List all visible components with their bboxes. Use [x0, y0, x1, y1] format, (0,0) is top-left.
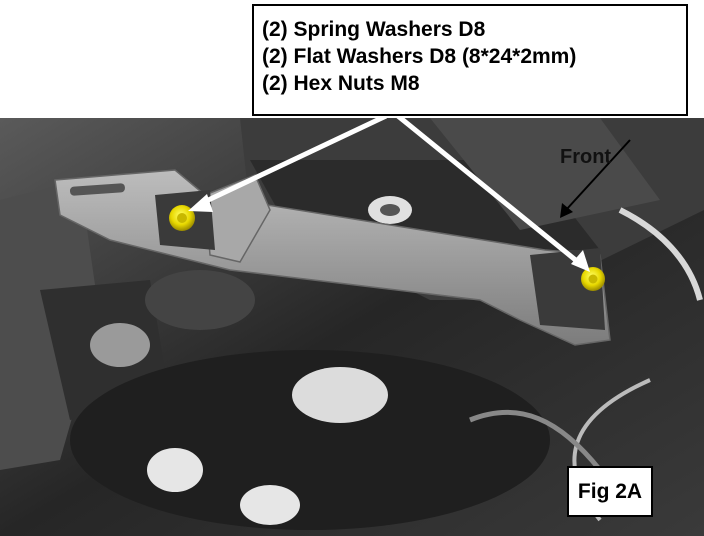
callout-line-spring-washers: (2) Spring Washers D8	[262, 18, 486, 41]
callout-line-hex-nuts: (2) Hex Nuts M8	[262, 72, 420, 95]
pointer-arrows	[188, 113, 590, 272]
callout-line-flat-washers: (2) Flat Washers D8 (8*24*2mm)	[262, 45, 577, 68]
left-hex-nut	[169, 205, 195, 231]
right-hex-nut	[581, 267, 605, 291]
front-direction-arrow	[560, 139, 631, 218]
parts-callout-box: (2) Spring Washers D8 (2) Flat Washers D…	[252, 4, 688, 116]
front-label: Front	[560, 146, 612, 168]
figure-label: Fig 2A	[567, 466, 653, 517]
